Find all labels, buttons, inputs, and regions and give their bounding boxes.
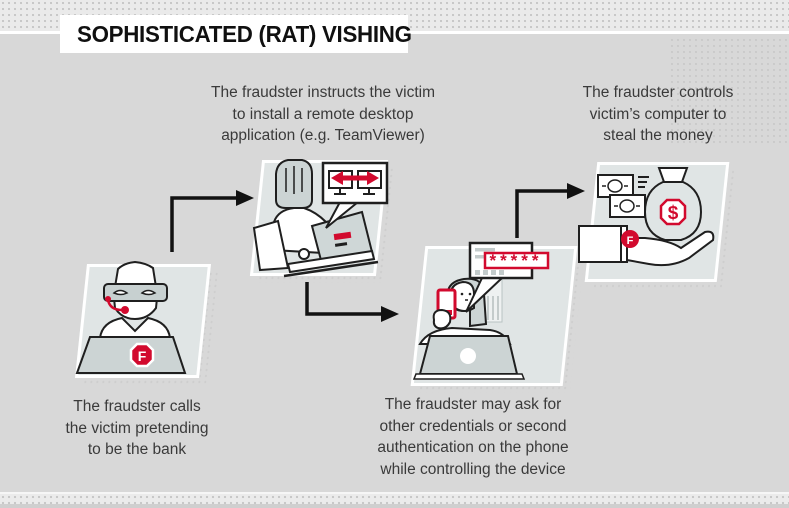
arrow-step2-to-step3-icon [305, 282, 399, 322]
hand-stealing-money-bag-icon: $ F [578, 167, 715, 267]
step-1-caption: The fraudster calls the victim pretendin… [65, 398, 209, 458]
dollar-sign: $ [668, 203, 679, 224]
fraudster-with-headset-laptop-icon: F [75, 260, 187, 374]
sleeve-badge-letter: F [627, 235, 634, 247]
open-hand-icon [626, 230, 715, 267]
step-4-caption: The fraudster controls victim’s computer… [582, 84, 734, 144]
arrow-step3-to-step4-icon [515, 183, 585, 238]
laptop-logo-icon [333, 231, 352, 241]
sleeve-badge-icon [621, 230, 639, 248]
arrow-step1-to-step2-icon [170, 190, 254, 252]
password-asterisks: ***** [489, 251, 542, 270]
page-title: SOPHISTICATED (RAT) VISHING [77, 20, 412, 47]
mask-eye-right [140, 289, 157, 296]
step-3-caption: The fraudster may ask for other credenti… [377, 396, 569, 478]
password-field-icon [483, 251, 550, 270]
laptop-logo-circle [460, 348, 476, 364]
victim-installing-remote-desktop-icon [252, 159, 389, 278]
corner-dot-texture [669, 37, 789, 147]
bottom-edge-strip [0, 504, 789, 508]
victim-on-phone-sharing-password-icon: ***** [412, 241, 550, 380]
fraudster-badge-letter: F [138, 348, 147, 364]
mask-eye-left [112, 289, 129, 296]
step-2-caption: The fraudster instructs the victim to in… [211, 84, 435, 144]
fraudster-badge-icon [129, 342, 155, 368]
title-box: SOPHISTICATED (RAT) VISHING [60, 15, 416, 61]
hand-on-keyboard [298, 248, 310, 260]
